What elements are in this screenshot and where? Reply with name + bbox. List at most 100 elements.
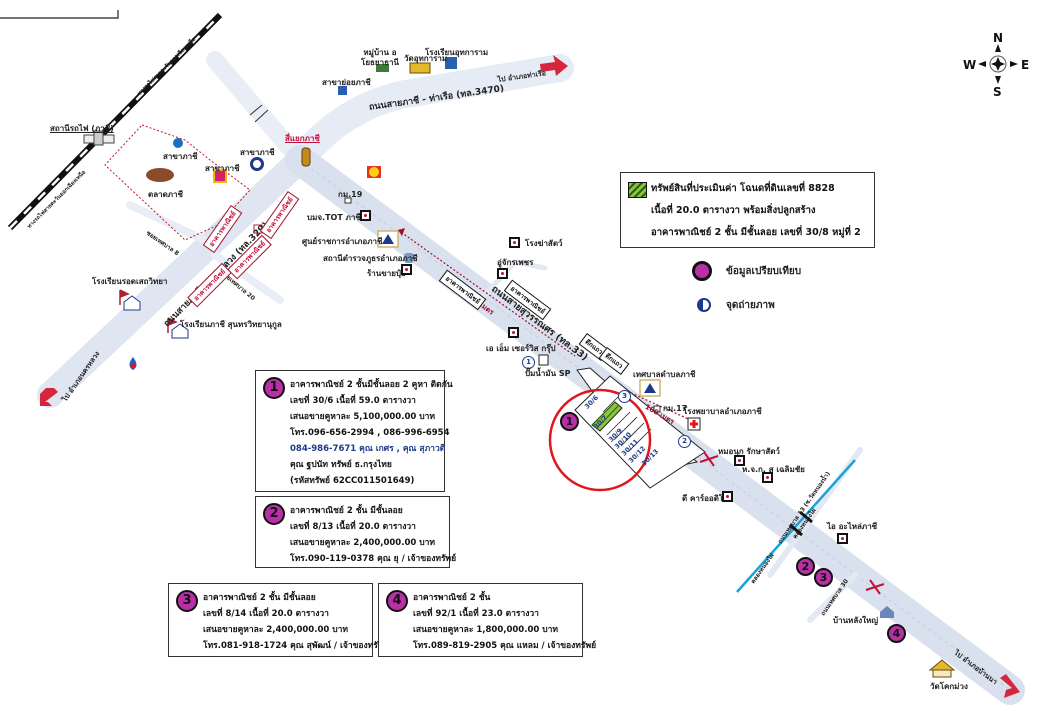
comparable-number-badge: 4 [386, 590, 408, 612]
photo-point-2: 2 [678, 435, 691, 448]
market-icon [146, 168, 174, 182]
comparable-line: อาคารพาณิชย์ 2 ชั้น มีชั้นลอย [290, 506, 403, 516]
comparable-line: เลขที่ 30/6 เนื้อที่ 59.0 ตารางวา [290, 396, 416, 406]
house-icon [880, 606, 894, 618]
carcare-label: ดี คาร์ออดิโอ [682, 494, 729, 503]
comparable-line: เลขที่ 8/13 เนื้อที่ 20.0 ตารางวา [290, 522, 416, 532]
aesthetic-label: เอ เอ็ม เซอร์วิส กรุ๊ป [486, 344, 556, 353]
comparable-line: เลขที่ 8/14 เนื้อที่ 20.0 ตารางวา [203, 609, 329, 619]
soi-slaughter [477, 259, 548, 303]
police-icon [404, 253, 414, 263]
comparable-card-3: 3 อาคารพาณิชย์ 2 ชั้น มีชั้นลอย เลขที่ 8… [168, 583, 389, 657]
hjk-label: ห.จ.ก. ส เฉลิมชัย [742, 465, 805, 474]
subject-swatch-icon [628, 182, 647, 198]
bank1-label: สาขาภาชี [163, 152, 198, 161]
compass-n: N [993, 31, 1004, 45]
aesthetic-poi-icon [508, 327, 519, 338]
km19-icon [344, 197, 352, 204]
arrow-ban-na [1000, 674, 1020, 698]
vet-label: หมอนุก รักษาสัตว์ [718, 447, 780, 456]
comparable-line: โทร.090-119-0378 คุณ ยุ / เจ้าของทรัพย์ [290, 554, 457, 564]
road-329 [37, 147, 313, 408]
soi-20 [211, 251, 284, 304]
school-south-label: โรงเรียนภาชี สุนทรวิทยานุกูล [180, 320, 282, 329]
km17-icon [653, 405, 661, 413]
comparable-line: 084-986-7671 คุณ เกศร , คุณ สุภาวดี [290, 444, 446, 454]
km19-label: กม.19 [338, 190, 363, 199]
gas-sp-label: ปั๊มน้ำมัน SP [525, 369, 571, 378]
comparable-line: อาคารพาณิชย์ 2 ชั้น มีชั้นลอย [203, 593, 316, 603]
legend-photo-point-icon [697, 298, 711, 312]
map-marker-2[interactable]: 2 [796, 557, 815, 576]
train-station-label: สถานีรถไฟ (ภาชี) [50, 124, 114, 133]
arrow-tharuea [540, 55, 568, 76]
shop-label: ร้านขายปุ๋ย [367, 269, 406, 278]
comparable-number-badge: 3 [176, 590, 198, 612]
comparable-number-badge: 2 [263, 503, 285, 525]
temple-label: วัดอุทการาม [404, 54, 448, 63]
comparable-number-badge: 1 [263, 377, 285, 399]
comparable-card-1: 1 อาคารพาณิชย์ 2 ชั้นมีชั้นลอย 2 คูหา ติ… [255, 370, 453, 492]
subject-property-legend: ทรัพย์สินที่ประเมินค่า โฉนดที่ดินเลขที่ … [620, 172, 875, 248]
shop-poi-icon [401, 264, 412, 275]
comparable-line: อาคารพาณิชย์ 2 ชั้น [413, 593, 491, 603]
temple-school-icon [445, 57, 457, 69]
comparable-card-2: 2 อาคารพาณิชย์ 2 ชั้น มีชั้นลอย เลขที่ 8… [255, 496, 457, 568]
hospital-label: โรงพยาบาลอำเภอภาชี [683, 407, 762, 416]
frame-line [0, 10, 119, 19]
gas-station-icon [538, 354, 549, 366]
garage-poi-icon [497, 268, 508, 279]
parcel-block [574, 367, 706, 489]
soi-30 [807, 572, 858, 623]
district-office-label: ศูนย์ราชการอำเภอภาชี [302, 237, 383, 246]
map-marker-1[interactable]: 1 [560, 412, 579, 431]
subject-line-3: อาคารพาณิชย์ 2 ชั้น มีชั้นลอย เลขที่ 30/… [651, 227, 861, 238]
railway [7, 12, 223, 231]
post-office-label: สาขาย่อยภาชี [322, 78, 371, 87]
hjk-poi-icon [762, 472, 773, 483]
comparable-line: เสนอขายคูหาละ 1,800,000.00 บาท [413, 625, 559, 635]
traffic-light-icon [301, 147, 311, 167]
road-north [206, 51, 309, 169]
tot-poi-icon [360, 210, 371, 221]
wat-khokmuang-icon [928, 659, 956, 678]
house-label: บ้านหลังใหญ่ [833, 616, 879, 625]
photo-point-3: 3 [618, 390, 631, 403]
soi-8 [126, 201, 219, 249]
tot-label: บมจ.TOT ภาชี [307, 213, 361, 222]
comparable-line: อาคารพาณิชย์ 2 ชั้นมีชั้นลอย 2 คูหา ติดก… [290, 380, 453, 390]
distance-960 [397, 229, 576, 357]
pipeline-icon [249, 104, 269, 123]
legend-comparable-label: ข้อมูลเปรียบเทียบ [726, 266, 802, 277]
map-marker-3[interactable]: 3 [814, 568, 833, 587]
village-icon [376, 64, 389, 72]
post-office-icon [338, 86, 347, 95]
vet-poi-icon [734, 455, 745, 466]
km17-label: กม.17 [663, 404, 688, 413]
village-label: หมู่บ้าน อโยธยาธานี [361, 48, 399, 67]
comparable-line: โทร.089-819-2905 คุณ แหลม / เจ้าของทรัพย… [413, 641, 597, 651]
legend-photo-point-label: จุดถ่ายภาพ [726, 300, 775, 311]
legend-comparable-icon [692, 261, 712, 281]
bank3-label: สาขาภาชี [240, 148, 275, 157]
comparable-line: เสนอขายคูหาละ 5,100,000.00 บาท [290, 412, 436, 422]
temple-icon [409, 62, 431, 74]
temple-school-label: โรงเรียนอุทการาม [425, 48, 489, 57]
photo-point-1: 1 [522, 356, 535, 369]
map-marker-4[interactable]: 4 [887, 624, 906, 643]
bank-icon-1 [173, 138, 183, 148]
comparable-line: โทร.081-918-1724 คุณ สุพัฒน์ / เจ้าของทร… [203, 641, 389, 651]
comparable-line: (รหัสทรัพย์ 62CC011501649) [290, 476, 415, 486]
garage-label: อู่จักรเพชร [497, 258, 534, 267]
comparable-line: โทร.096-656-2994 , 086-996-6954 [290, 428, 450, 438]
arrow-nakhonluang [40, 388, 58, 406]
slaughter-poi-icon [509, 237, 520, 248]
market-label: ตลาดภาชี [148, 190, 183, 199]
parts-poi-icon [837, 533, 848, 544]
municipality-label: เทศบาลตำบลภาชี [633, 370, 696, 379]
parts-label: ไอ อะไหล่ภาชี [827, 522, 878, 531]
slaughter-label: โรงฆ่าสัตว์ [525, 239, 563, 248]
wat-khokmuang-label: วัดโคกม่วง [930, 682, 968, 691]
compass-w: W [963, 58, 977, 72]
